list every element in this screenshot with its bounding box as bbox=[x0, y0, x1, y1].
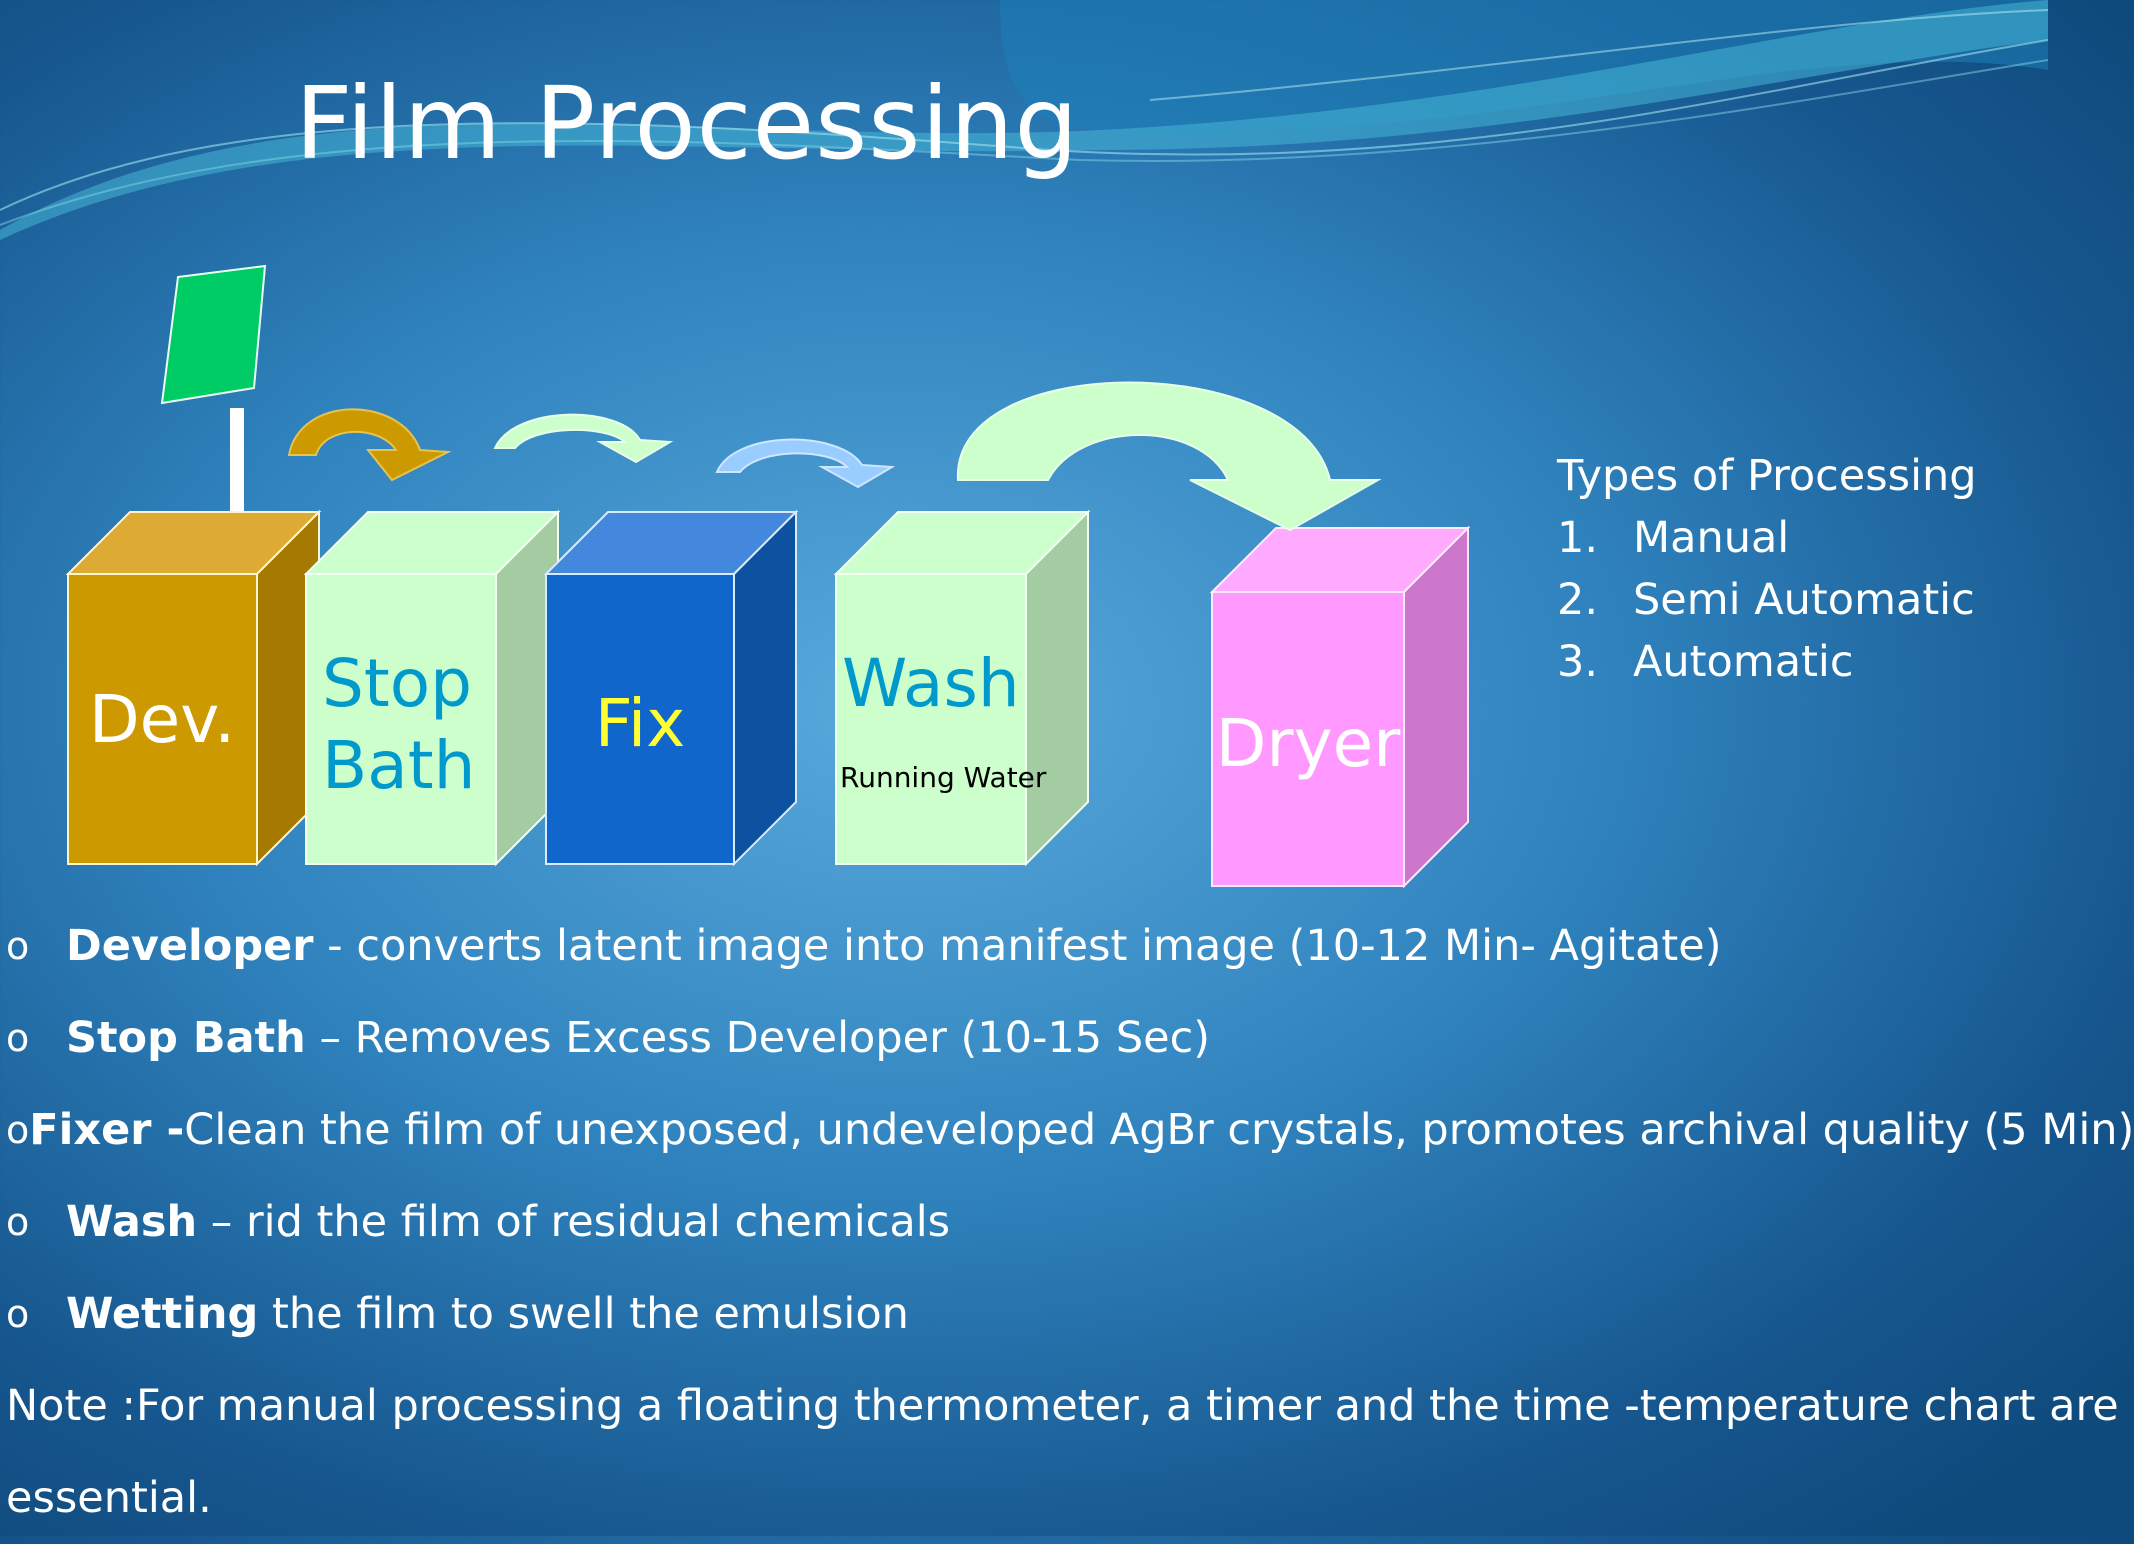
dryer-label: Dryer bbox=[1216, 705, 1402, 782]
bullet-item: o Wetting the film to swell the emulsion bbox=[0, 1268, 2048, 1360]
film-sheet-icon bbox=[160, 264, 267, 405]
bullet-marker: o bbox=[6, 1292, 30, 1336]
bullet-text: the film to swell the emulsion bbox=[258, 1289, 909, 1339]
note-line: essential. bbox=[6, 1473, 212, 1523]
bullet-term: Developer bbox=[66, 921, 314, 971]
types-item-text: Automatic bbox=[1633, 637, 1854, 687]
curved-arrow-icon bbox=[287, 408, 452, 482]
curved-arrow-icon bbox=[956, 381, 1382, 532]
bullet-term: Fixer - bbox=[29, 1105, 185, 1155]
types-of-processing: Types of Processing 1. Manual 2. Semi Auto… bbox=[1557, 445, 1977, 693]
bullet-text: - converts latent image into manifest im… bbox=[313, 921, 1722, 971]
wash-sublabel: Running Water bbox=[840, 761, 1047, 794]
types-item-text: Manual bbox=[1633, 513, 1790, 563]
bullet-text: – Removes Excess Developer (10-15 Sec) bbox=[305, 1013, 1210, 1063]
wash-label: Wash bbox=[842, 645, 1020, 722]
bullet-term: Wash bbox=[66, 1197, 198, 1247]
curved-arrow-icon bbox=[493, 413, 674, 464]
fix-box bbox=[543, 509, 799, 867]
types-item-text: Semi Automatic bbox=[1633, 575, 1975, 625]
note-line: Note :For manual processing a floating t… bbox=[6, 1381, 2119, 1431]
bullet-text: Clean the film of unexposed, undeveloped… bbox=[184, 1105, 2134, 1155]
stop-bath-label-line2: Bath bbox=[322, 727, 475, 804]
process-diagram: Dev. Stop Bath Fix Wash Running Water Dr… bbox=[65, 264, 1471, 889]
note: Note :For manual processing a floating t… bbox=[6, 1360, 2119, 1544]
bullet-marker: o bbox=[6, 1108, 30, 1152]
developer-box bbox=[65, 509, 322, 867]
types-item-number: 1. bbox=[1557, 513, 1599, 563]
slide-title: Film Processing bbox=[295, 65, 1079, 182]
bullet-term: Stop Bath bbox=[66, 1013, 306, 1063]
wash-box bbox=[833, 509, 1091, 867]
bullet-marker: o bbox=[6, 1016, 30, 1060]
dryer-box bbox=[1209, 525, 1471, 889]
bullet-term: Wetting bbox=[66, 1289, 259, 1339]
types-heading: Types of Processing bbox=[1557, 451, 1977, 501]
bullet-marker: o bbox=[6, 924, 30, 968]
developer-label: Dev. bbox=[89, 681, 235, 758]
bullet-marker: o bbox=[6, 1200, 30, 1244]
stop-bath-box bbox=[303, 509, 561, 867]
bullet-list: o Developer - converts latent image into … bbox=[0, 900, 2134, 1360]
stop-bath-label-line1: Stop bbox=[322, 645, 472, 722]
types-item: 3. Automatic bbox=[1557, 631, 1977, 693]
bullet-item: o Wash – rid the film of residual chemica… bbox=[0, 1176, 2048, 1268]
bullet-text: – rid the film of residual chemicals bbox=[197, 1197, 951, 1247]
types-item: 2. Semi Automatic bbox=[1557, 569, 1977, 631]
types-item-number: 2. bbox=[1557, 575, 1599, 625]
header-waves bbox=[0, 0, 2049, 240]
bullet-item: o Developer - converts latent image into … bbox=[0, 900, 2048, 992]
bullet-item: o Stop Bath – Removes Excess Developer (1… bbox=[0, 992, 2048, 1084]
types-item: 1. Manual bbox=[1557, 507, 1977, 569]
fix-label: Fix bbox=[595, 685, 686, 762]
curved-arrow-icon bbox=[715, 438, 896, 489]
types-item-number: 3. bbox=[1557, 637, 1599, 687]
